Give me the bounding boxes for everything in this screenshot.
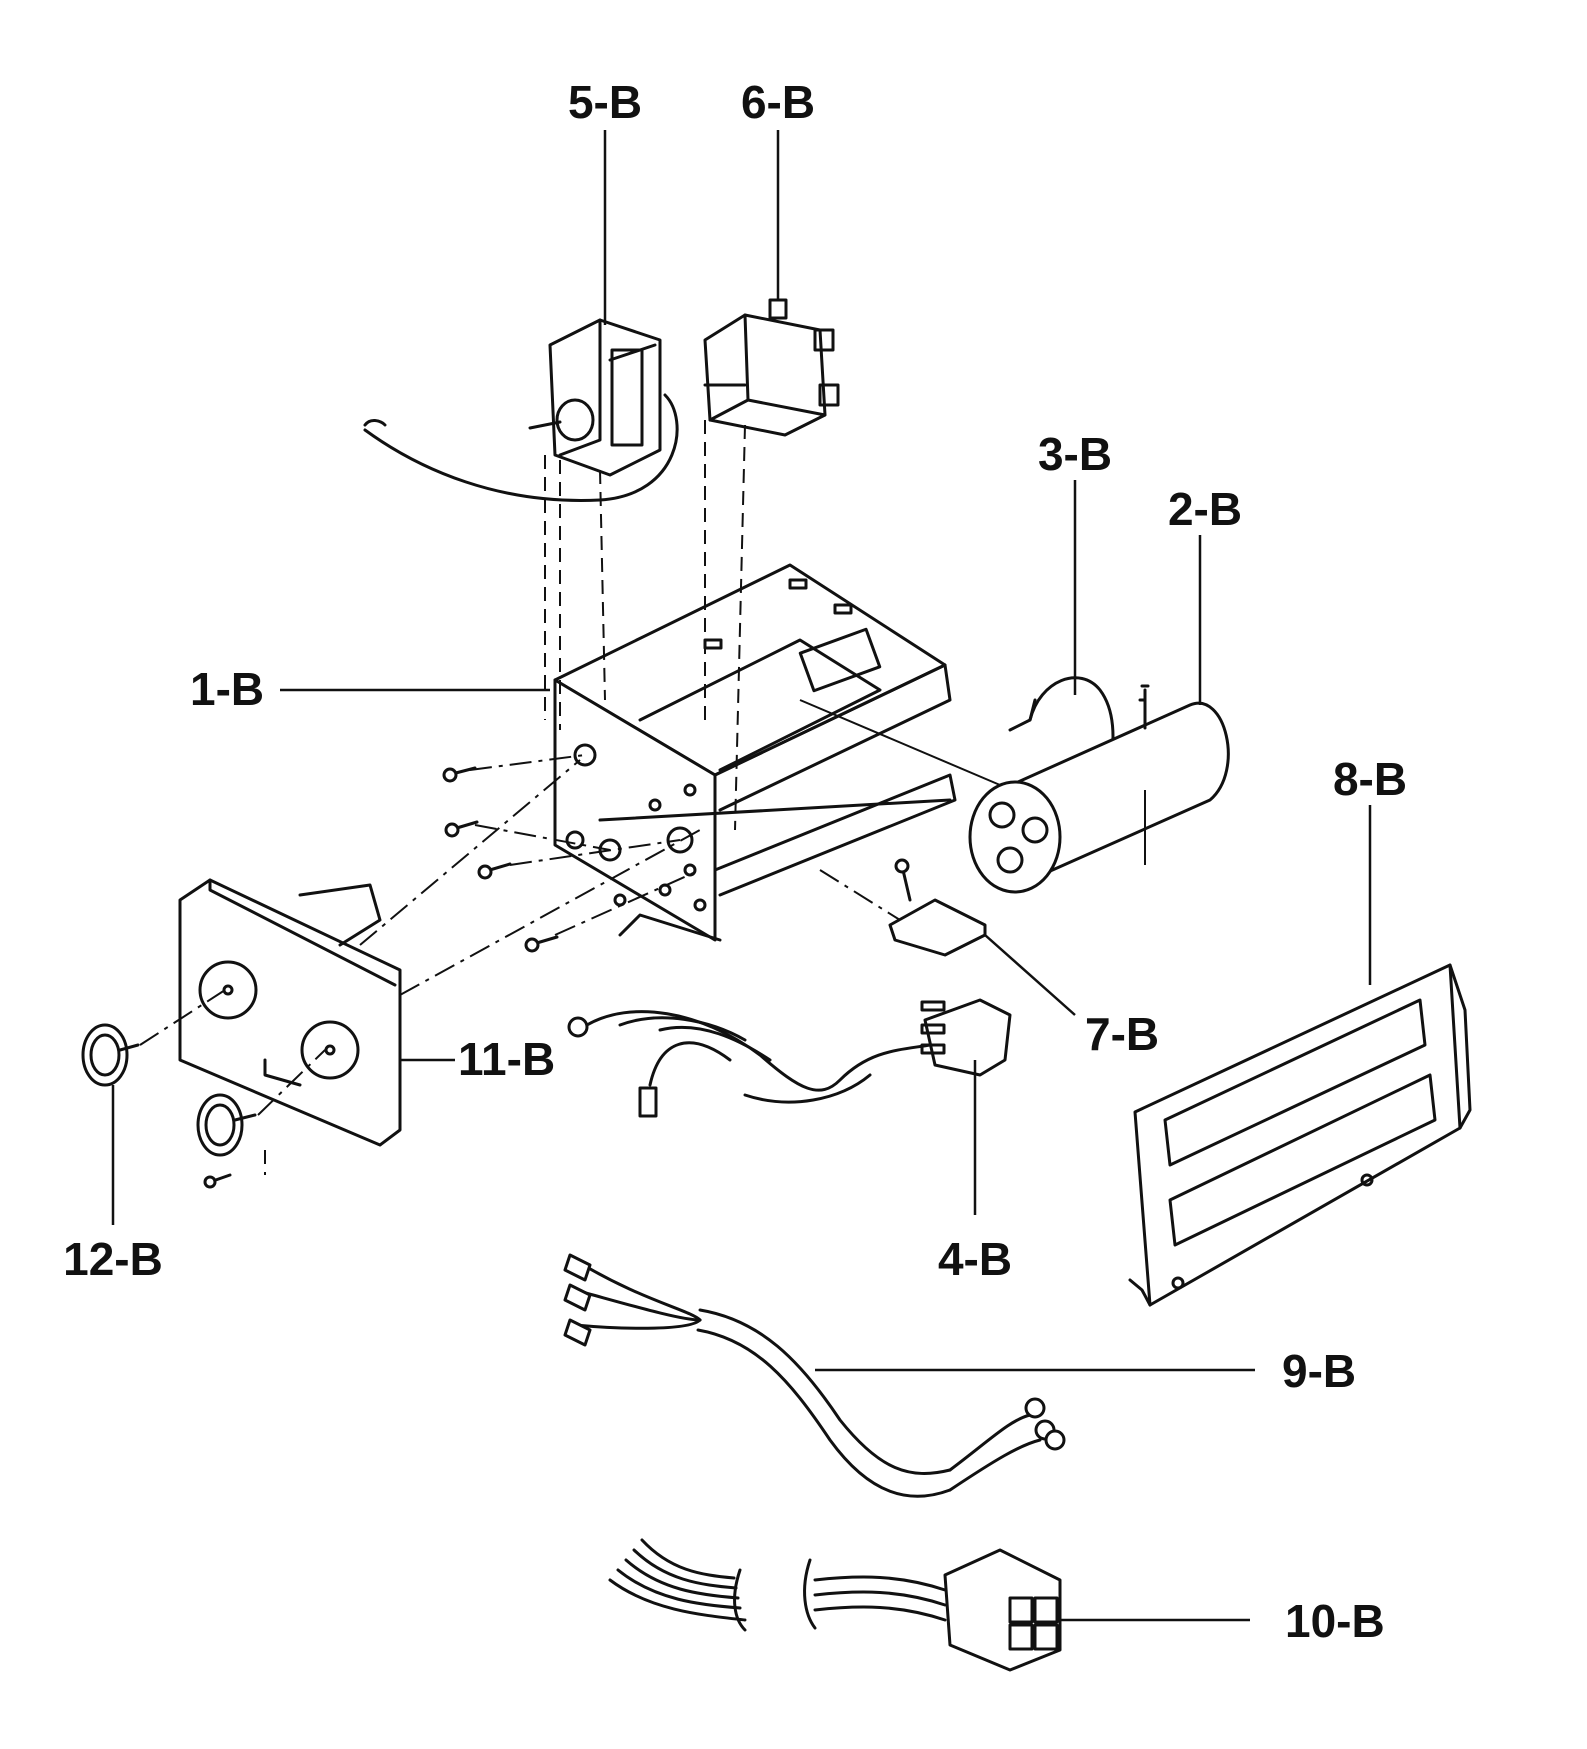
callout-11b: 11-B (458, 1033, 555, 1085)
part-10b-harness (608, 1538, 1062, 1672)
callout-9b: 9-B (1282, 1345, 1356, 1397)
callout-6b: 6-B (741, 76, 815, 128)
leader-lines (111, 130, 1372, 1622)
part-4b-harness (567, 998, 1012, 1118)
callout-3b: 3-B (1038, 428, 1112, 480)
callout-4b: 4-B (938, 1233, 1012, 1285)
part-5b-thermostat (363, 318, 679, 502)
callout-12b: 12-B (63, 1233, 163, 1285)
part-2b-capacitor (968, 684, 1230, 894)
callout-1b: 1-B (190, 663, 264, 715)
callout-8b: 8-B (1333, 753, 1407, 805)
part-9b-harness (563, 1253, 1066, 1498)
part-8b-cover (1128, 963, 1472, 1307)
alignment-lines (139, 420, 1146, 1175)
part-11b-control-bracket (178, 878, 402, 1147)
part-1b-chassis (553, 563, 957, 942)
callout-7b: 7-B (1085, 1008, 1159, 1060)
part-7b-clip (888, 858, 987, 957)
callout-labels: 5-B 6-B 3-B 2-B 1-B 8-B 7-B 11-B 4-B 12-… (63, 76, 1407, 1647)
callout-10b: 10-B (1285, 1595, 1385, 1647)
chassis-screws (442, 766, 559, 953)
part-6b-relay (703, 298, 840, 437)
part-12b-knobs (81, 1023, 257, 1189)
callout-5b: 5-B (568, 76, 642, 128)
callout-2b: 2-B (1168, 483, 1242, 535)
